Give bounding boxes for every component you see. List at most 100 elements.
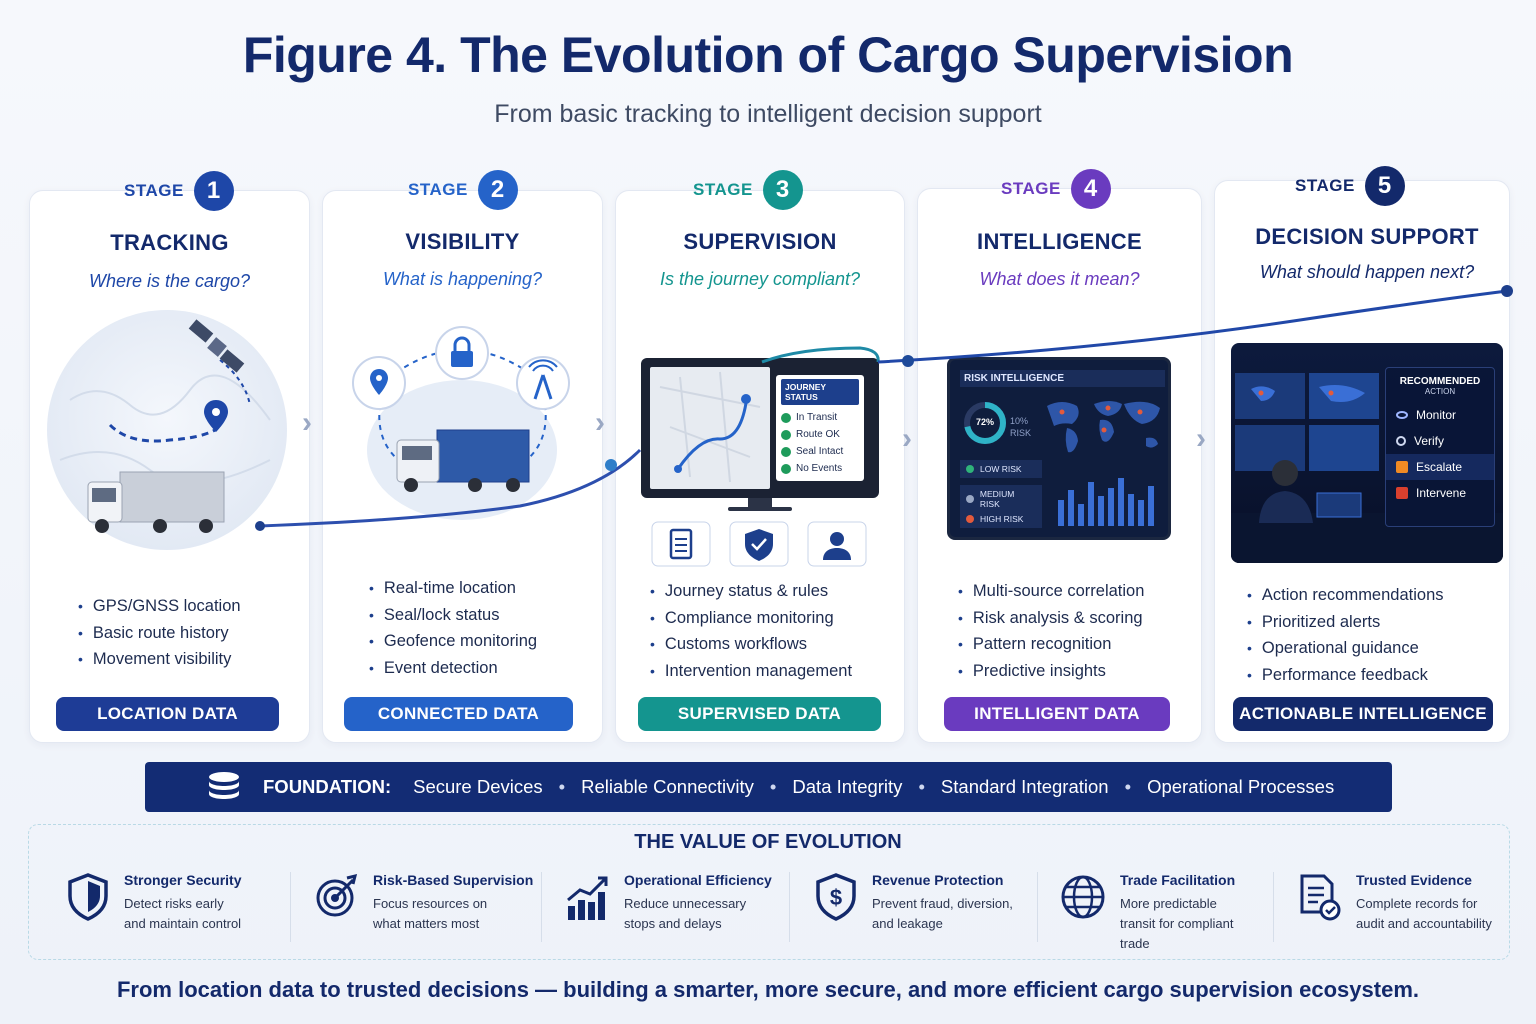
location-pin-icon: [204, 400, 228, 432]
stage-number-badge: 2: [477, 170, 518, 210]
world-map: [1047, 401, 1160, 453]
action-item-verify[interactable]: Verify: [1386, 428, 1494, 454]
journey-status-text: Route OK: [796, 429, 840, 440]
stage-question-5: What should happen next?: [1259, 262, 1475, 282]
monitor-base: [728, 507, 792, 511]
risk-dashboard: RISK INTELLIGENCE 72% 10% RISK LOW RISK …: [947, 357, 1171, 540]
stage-number-badge: 4: [1070, 169, 1111, 209]
action-label: Intervene: [1416, 486, 1467, 500]
stage-header-4: STAGE 4: [1001, 169, 1111, 209]
journey-status-text: No Events: [796, 463, 843, 474]
value-item-evidence: Trusted Evidence Complete records for au…: [1298, 872, 1492, 934]
value-item-text: trade: [1120, 936, 1150, 951]
data-type-pill-3: SUPERVISED DATA: [638, 697, 881, 731]
tracking-illustration: [47, 310, 287, 550]
value-item-text: transit for compliant: [1120, 916, 1234, 931]
signal-tower-icon: [516, 356, 570, 410]
supervision-icons: [651, 521, 867, 567]
stage-question-2: What is happening?: [382, 269, 543, 289]
foundation-item: Standard Integration: [940, 776, 1109, 797]
bullet-item: Customs workflows: [650, 631, 852, 658]
globe-icon: [1061, 875, 1105, 919]
value-divider: [541, 872, 542, 942]
high-risk-icon: [966, 515, 974, 523]
eye-icon: [1396, 411, 1408, 419]
stage-title-3: SUPERVISION: [683, 229, 837, 254]
value-item-text: Complete records for: [1356, 896, 1478, 911]
alert-shield-icon: [1396, 487, 1408, 499]
risk-gauge-note-2: RISK: [1010, 428, 1032, 438]
bullet-item: Basic route history: [78, 620, 241, 647]
stage-header-5: STAGE 5: [1295, 166, 1405, 206]
risk-level-row: HIGH RISK: [960, 510, 1042, 528]
footer-tagline: From location data to trusted decisions …: [116, 977, 1420, 1002]
check-icon: [781, 412, 791, 423]
bullet-item: Movement visibility: [78, 646, 241, 673]
chevron-right-icon: ›: [595, 406, 605, 439]
stage-question-1: Where is the cargo?: [88, 271, 251, 291]
value-item-revenue: $ Revenue Protection Prevent fraud, dive…: [814, 872, 1013, 934]
bullet-item: Risk analysis & scoring: [958, 605, 1144, 632]
truck-icon: [87, 471, 225, 533]
bullet-item: Compliance monitoring: [650, 605, 852, 632]
stage-number-badge: 3: [762, 170, 803, 210]
check-icon: [781, 446, 791, 457]
data-type-pill-2: CONNECTED DATA: [344, 697, 573, 731]
bullet-item: Predictive insights: [958, 658, 1144, 685]
action-label: Monitor: [1416, 408, 1457, 422]
bullet-item: Pattern recognition: [958, 631, 1144, 658]
value-divider: [290, 872, 291, 942]
medium-risk-icon: [966, 495, 974, 503]
low-risk-icon: [966, 465, 974, 473]
risk-level-label: MEDIUM RISK: [979, 489, 1015, 509]
data-type-pill-5: ACTIONABLE INTELLIGENCE: [1233, 697, 1493, 731]
risk-level-label: LOW RISK: [980, 464, 1022, 474]
foundation-item: Secure Devices: [413, 776, 543, 797]
separator-dot: •: [558, 776, 566, 797]
satellite-icon: [188, 319, 245, 373]
stage-title-5: DECISION SUPPORT: [1255, 224, 1479, 249]
document-check-icon: [1300, 874, 1341, 921]
value-section-title: THE VALUE OF EVOLUTION: [634, 831, 902, 853]
value-item-title: Trade Facilitation: [1120, 872, 1236, 888]
value-item-text: More predictable: [1120, 896, 1217, 911]
action-item-escalate[interactable]: Escalate: [1386, 454, 1494, 480]
journey-status-panel: JOURNEY STATUS In Transit Route OK Seal …: [776, 375, 864, 481]
stage-number-badge: 1: [193, 171, 234, 211]
stage-label: STAGE: [1001, 179, 1061, 198]
stage-question-4: What does it mean?: [979, 269, 1140, 289]
recommended-subtitle: ACTION: [1424, 387, 1456, 396]
stage-label: STAGE: [1295, 176, 1355, 195]
journey-monitor: JOURNEY STATUS In Transit Route OK Seal …: [641, 358, 879, 498]
route-line: [659, 371, 761, 483]
officer-icon: [807, 521, 867, 567]
svg-text:$: $: [830, 885, 842, 910]
action-item-intervene[interactable]: Intervene: [1386, 480, 1494, 506]
risk-level-label: HIGH RISK: [980, 514, 1024, 524]
stage-title-2: VISIBILITY: [405, 229, 520, 254]
stage-label: STAGE: [408, 180, 468, 199]
value-item-text: and leakage: [872, 916, 943, 931]
recommended-title: RECOMMENDED: [1399, 376, 1481, 387]
action-label: Escalate: [1416, 460, 1463, 474]
value-item-text: audit and accountability: [1356, 916, 1492, 931]
risk-bar-chart: [1058, 478, 1154, 526]
journey-status-text: Seal Intact: [796, 446, 844, 457]
action-item-monitor[interactable]: Monitor: [1386, 402, 1494, 428]
value-section: [28, 824, 1510, 960]
control-room: RECOMMENDED ACTION Monitor Verify Escala…: [1231, 343, 1503, 563]
shield-check-icon: [729, 521, 789, 567]
value-item-title: Stronger Security: [124, 872, 242, 888]
foundation-bar: FOUNDATION: Secure Devices • Reliable Co…: [145, 762, 1392, 812]
risk-level-row: LOW RISK: [960, 460, 1042, 478]
risk-dashboard-title: RISK INTELLIGENCE: [960, 370, 1165, 387]
visibility-illustration: [352, 326, 570, 520]
journey-status-text: In Transit: [796, 412, 838, 423]
bullet-item: Performance feedback: [1247, 662, 1444, 689]
value-item-risk-based: Risk-Based Supervision Focus resources o…: [315, 872, 533, 934]
magnifier-icon: [1396, 436, 1406, 446]
value-item-text: and maintain control: [124, 916, 242, 931]
bullet-item: Multi-source correlation: [958, 578, 1144, 605]
journey-status-item: Route OK: [781, 429, 859, 440]
shield-icon: [68, 873, 108, 921]
